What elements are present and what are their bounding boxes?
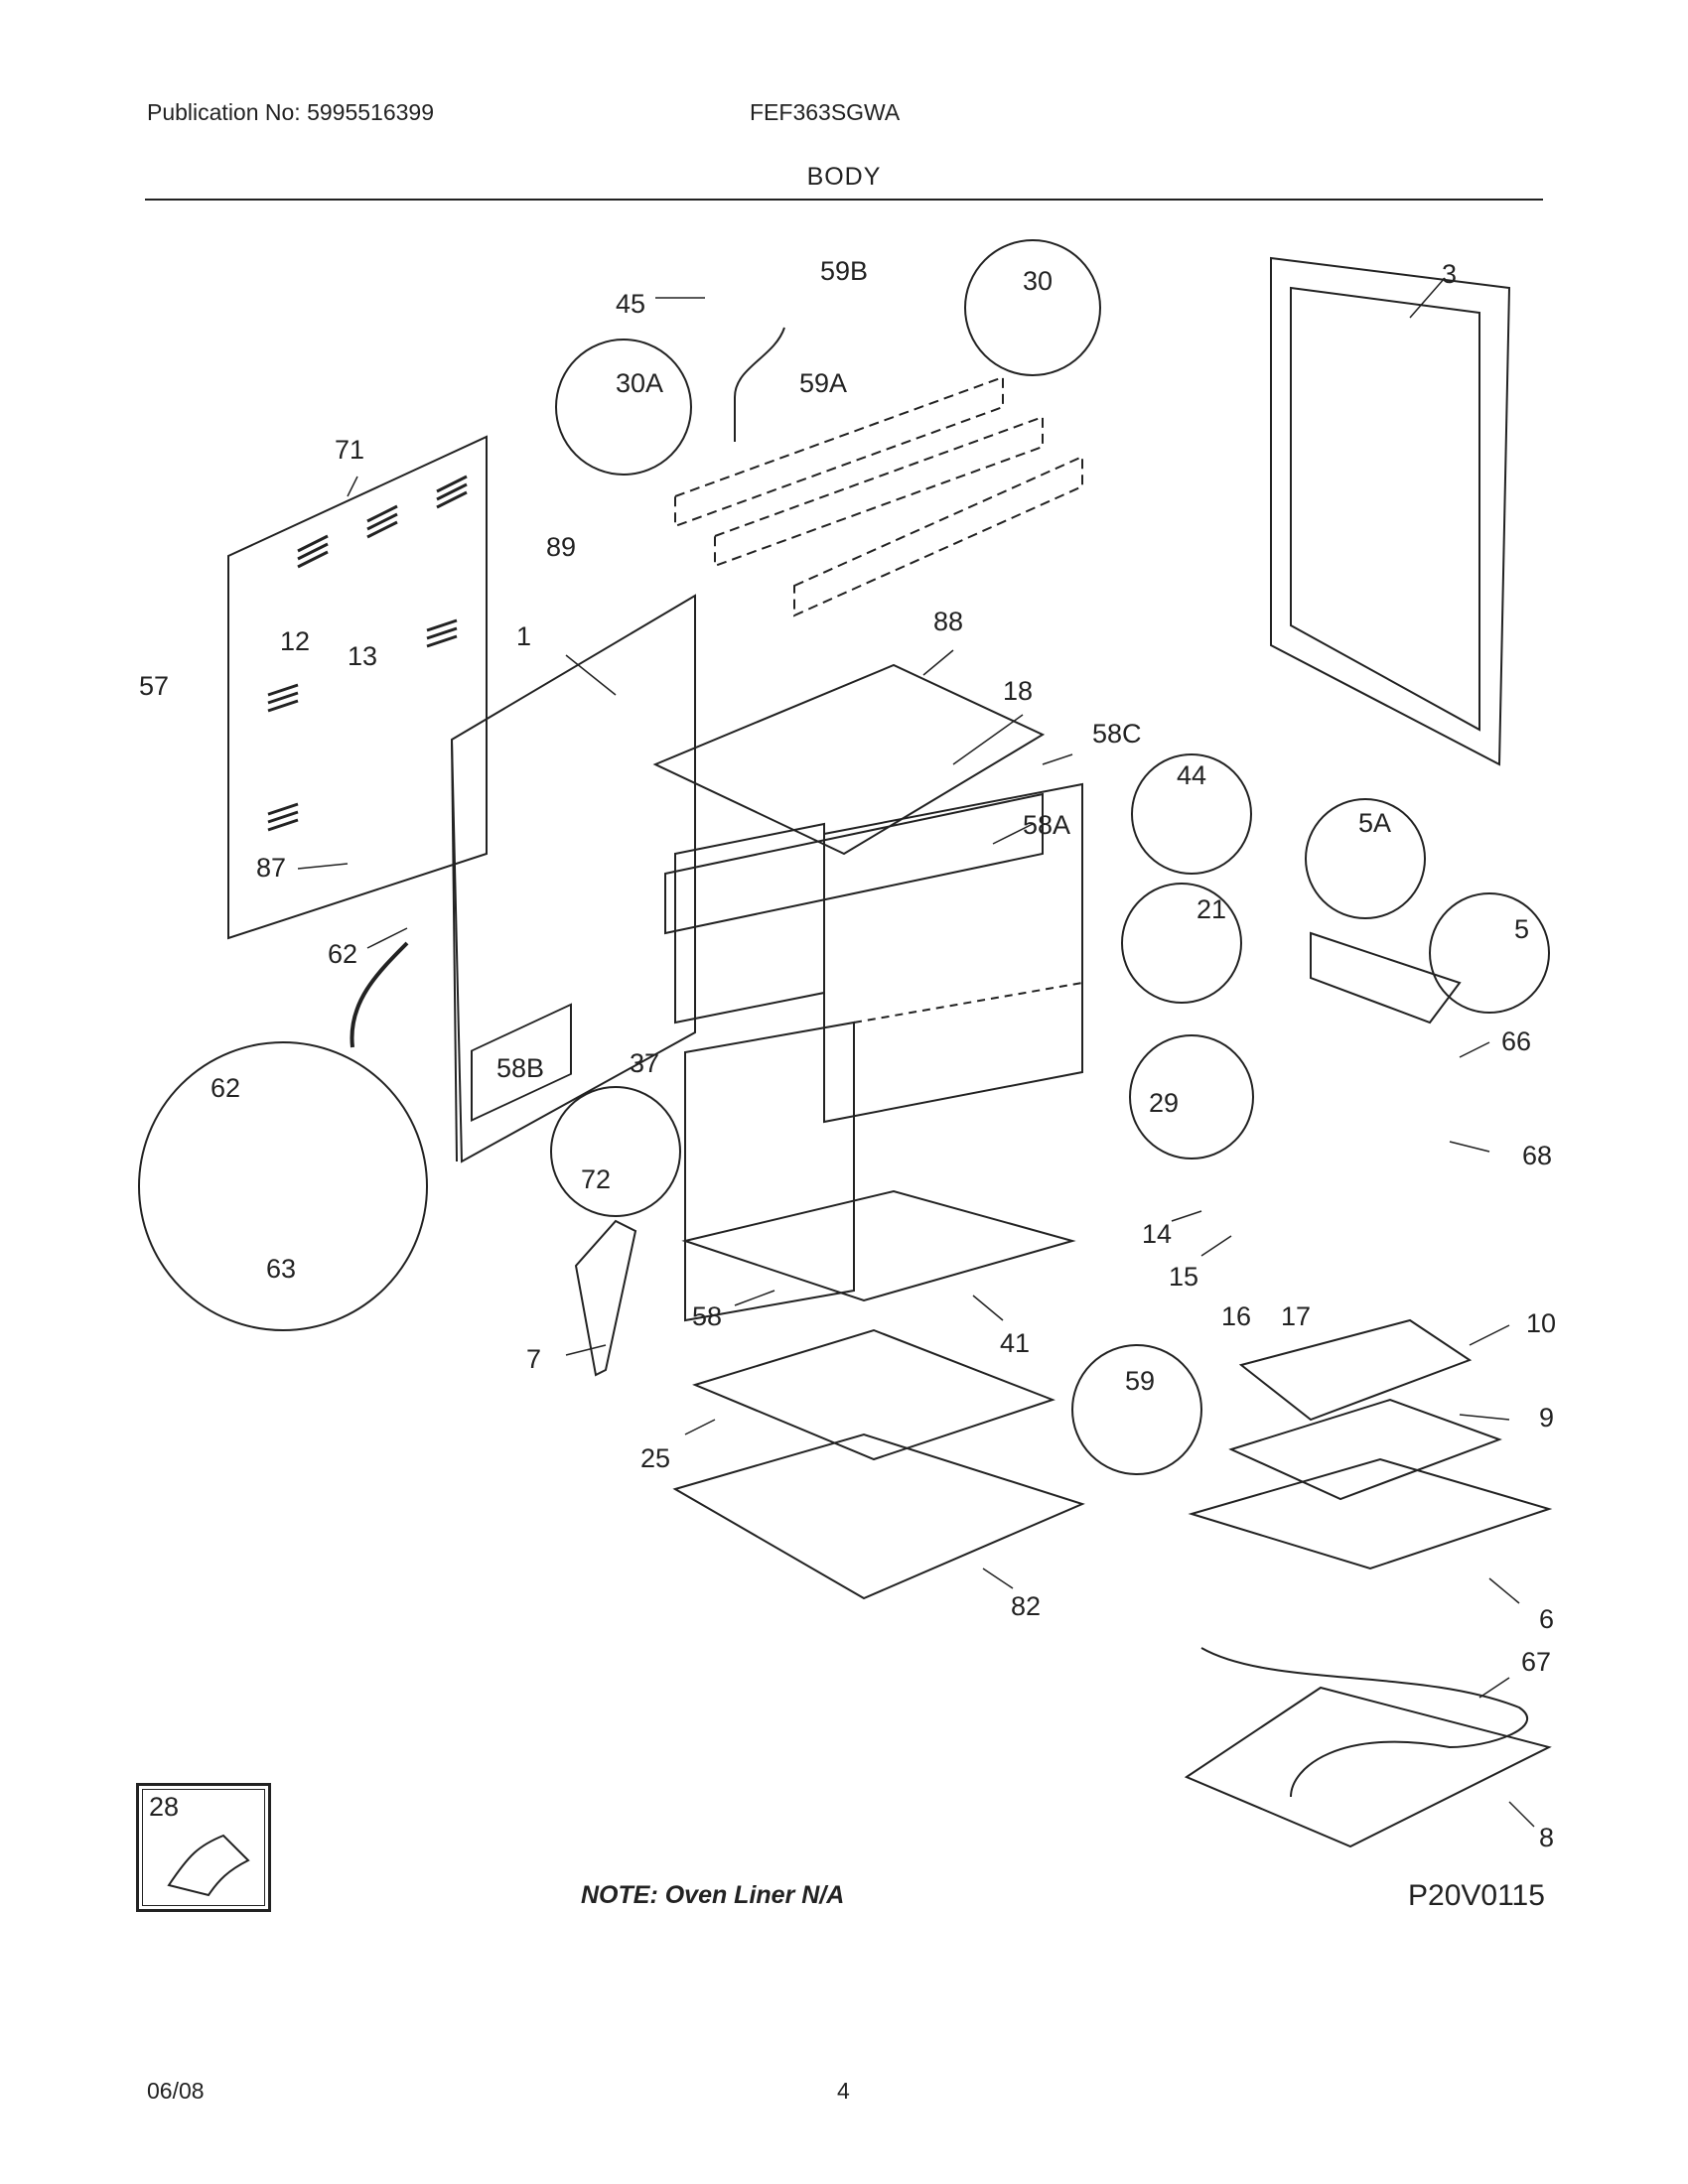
detail-circle-72 [550, 1086, 681, 1217]
callout-30a: 30A [616, 368, 663, 398]
callout-62-upper: 62 [328, 939, 357, 969]
callout-58c: 58C [1092, 719, 1142, 749]
callout-21: 21 [1196, 894, 1226, 924]
oven-door-drawing [1270, 256, 1511, 766]
back-panel-drawing [227, 435, 488, 940]
callout-16: 16 [1221, 1301, 1251, 1331]
oven-rack-drawing [1188, 1457, 1553, 1570]
model-number: FEF363SGWA [750, 99, 901, 125]
broil-pan-grid-drawing [1238, 1318, 1473, 1422]
callout-13: 13 [348, 641, 377, 671]
callout-6: 6 [1539, 1604, 1554, 1634]
callout-63: 63 [266, 1254, 296, 1284]
callout-37: 37 [630, 1048, 659, 1078]
detail-arrow [350, 941, 409, 1048]
wire-clip-icon [167, 1834, 250, 1897]
callout-87: 87 [256, 853, 286, 883]
detail-circle-59 [1071, 1344, 1202, 1475]
callout-17: 17 [1281, 1301, 1311, 1331]
inset-box-28: 28 [136, 1783, 271, 1912]
leader-lines [297, 277, 1535, 1828]
callout-59b: 59B [820, 256, 868, 286]
skirt-panel-drawing [672, 1433, 1085, 1600]
oven-cavity-drawing [664, 782, 1083, 1322]
diagram-code: P20V0115 [1408, 1879, 1545, 1912]
callout-7: 7 [526, 1344, 541, 1374]
detail-circle-21 [1121, 883, 1242, 1004]
section-title: BODY [806, 163, 882, 191]
callout-30: 30 [1023, 266, 1053, 296]
detail-circle-5 [1429, 892, 1550, 1014]
callout-14: 14 [1142, 1219, 1172, 1249]
top-insulation-drawing [652, 663, 1046, 856]
callout-62-detail: 62 [211, 1073, 240, 1103]
bottom-insulation-drawing [681, 1189, 1076, 1302]
side-panel-drawing [450, 594, 696, 1163]
callout-44: 44 [1177, 760, 1206, 790]
callout-59a: 59A [799, 368, 847, 398]
detail-circle-62 [138, 1041, 428, 1331]
callout-18: 18 [1003, 676, 1033, 706]
callout-66: 66 [1501, 1026, 1531, 1056]
callout-29: 29 [1149, 1088, 1179, 1118]
callout-58: 58 [692, 1301, 722, 1331]
callout-8: 8 [1539, 1823, 1554, 1852]
callout-58b: 58B [496, 1053, 544, 1083]
top-rails-drawing [674, 375, 1083, 617]
hinge-drawing [574, 1219, 637, 1377]
callout-58a: 58A [1023, 810, 1070, 840]
callout-5a: 5A [1358, 808, 1391, 838]
detail-circle-44 [1131, 753, 1252, 875]
callout-59: 59 [1125, 1366, 1155, 1396]
callout-3: 3 [1442, 259, 1457, 289]
callout-1: 1 [516, 621, 531, 651]
callout-5: 5 [1514, 914, 1529, 944]
callout-45: 45 [616, 289, 645, 319]
callout-41: 41 [1000, 1328, 1030, 1358]
detail-circle-30 [964, 239, 1101, 376]
callout-88: 88 [933, 607, 963, 636]
broil-pan-drawing [1228, 1398, 1502, 1501]
callout-57: 57 [139, 671, 169, 701]
callout-12: 12 [280, 626, 310, 656]
detail-circle-29 [1129, 1034, 1254, 1160]
callout-15: 15 [1169, 1262, 1198, 1292]
footer-date: 06/08 [147, 2078, 205, 2104]
header-rule [145, 199, 1543, 201]
callout-9: 9 [1539, 1403, 1554, 1433]
callout-89: 89 [546, 532, 576, 562]
callout-72: 72 [581, 1164, 611, 1194]
callout-82: 82 [1011, 1591, 1041, 1621]
detail-circle-5a [1305, 798, 1426, 919]
publication-number: Publication No: 5995516399 [147, 99, 435, 125]
callout-67: 67 [1521, 1647, 1551, 1677]
callout-68: 68 [1522, 1141, 1552, 1170]
oven-liner-note: NOTE: Oven Liner N/A [581, 1881, 845, 1909]
bake-element-drawing [1200, 1647, 1528, 1798]
callout-10: 10 [1526, 1308, 1556, 1338]
callout-28: 28 [149, 1792, 180, 1822]
callout-71: 71 [335, 435, 364, 465]
callout-25: 25 [640, 1443, 670, 1473]
bottom-panel-drawing [692, 1328, 1055, 1461]
vent-tube-drawing [734, 327, 785, 442]
drip-tray-drawing [1184, 1686, 1552, 1848]
broil-element-drawing [1310, 931, 1462, 1024]
footer-page-number: 4 [837, 2078, 850, 2104]
detail-circle-30a [555, 339, 692, 476]
